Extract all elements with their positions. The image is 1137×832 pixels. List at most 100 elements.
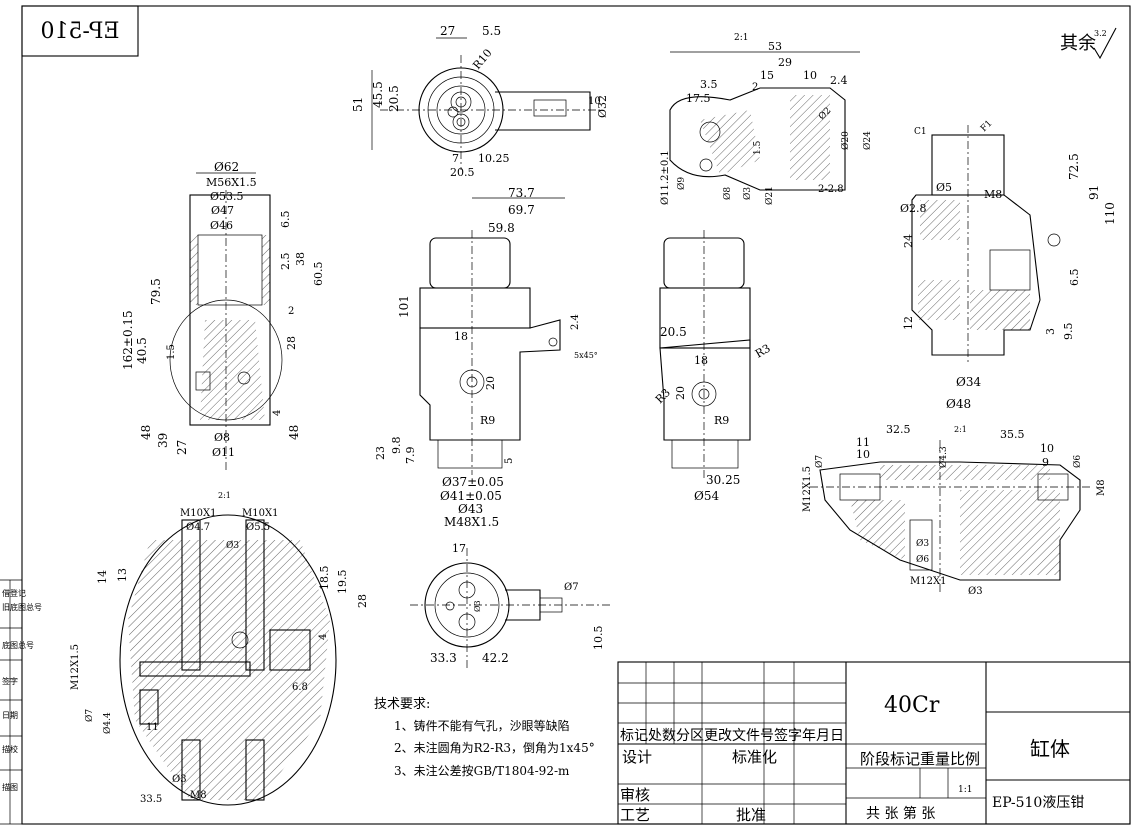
- dimension-label: 5: [504, 458, 515, 464]
- drawing-line: [189, 194, 271, 426]
- dimension-label: 10: [856, 448, 870, 461]
- dimension-label: 11: [856, 436, 870, 449]
- dimension-label: M10X1: [180, 508, 216, 519]
- dimension-label: 日期: [2, 711, 18, 720]
- drawing-line: [533, 99, 567, 117]
- dimension-label: 4: [318, 634, 329, 640]
- bottom-right-section-view: 2:1 32.5 35.5 11 10 10 9 Ø7 Ø4.3 Ø6 M12X…: [802, 423, 1107, 597]
- dimension-label: 2: [752, 82, 758, 93]
- dimension-label: 40.5: [135, 337, 149, 364]
- dimension-label: 72.5: [1067, 153, 1081, 180]
- dimension-label: 2-2.8: [818, 184, 844, 195]
- scale-value: 1:1: [958, 785, 972, 795]
- dimension-label: 48: [139, 425, 153, 440]
- dimension-label: M12X1.5: [802, 466, 813, 512]
- surface-finish-note: 其余 3.2: [1060, 27, 1117, 60]
- dimension-label: Ø3: [226, 540, 239, 551]
- dimension-label: Ø46: [210, 219, 233, 232]
- dimension-label: Ø9: [676, 177, 687, 190]
- dimension-label: 28: [285, 336, 298, 350]
- drawing-line: [911, 194, 1041, 356]
- dimension-label: 6.8: [292, 682, 308, 693]
- dimension-label: Ø4.3: [938, 446, 949, 468]
- dimension-label: Ø3: [968, 586, 983, 597]
- dimension-label: 14: [96, 570, 109, 584]
- dimension-label: 42.2: [482, 651, 509, 665]
- dimension-label: 59.8: [488, 221, 515, 235]
- dimension-label: Ø4.4: [102, 712, 113, 734]
- dimension-label: 2: [288, 306, 294, 317]
- dimension-label: Ø21: [764, 186, 775, 205]
- dimension-label: 20.5: [387, 85, 401, 112]
- dimension-label: 9.5: [1062, 323, 1075, 341]
- dimension-label: Ø41±0.05: [440, 489, 502, 503]
- drawing-line: [909, 519, 933, 571]
- dimension-label: Ø24: [862, 131, 873, 150]
- dimension-label: 45.5: [371, 81, 385, 108]
- drawing-line: [139, 661, 251, 677]
- dimension-label: M12X1: [910, 576, 946, 587]
- dimension-label: 29: [778, 56, 792, 69]
- dimension-label: 7.9: [404, 447, 417, 465]
- dimension-label: 6.5: [279, 211, 292, 229]
- dimension-label: 24: [902, 234, 915, 248]
- side-view: 20.5 18 R3 R3 20 R9 30.25 Ø54: [653, 230, 773, 503]
- dimension-label: 33.5: [140, 794, 162, 805]
- note-item: 3、未注公差按GB/T1804-92-m: [394, 763, 570, 778]
- drawing-circle: [699, 158, 713, 172]
- dimension-label: Ø47: [211, 204, 234, 217]
- dimension-label: M10X1: [242, 508, 278, 519]
- dimension-label: 9: [1042, 456, 1049, 469]
- dimension-label: 底图总号: [2, 640, 34, 650]
- dimension-label: 3: [1044, 328, 1057, 335]
- drawing-name-text: EP-510液压钳: [992, 795, 1084, 811]
- sheet-border: [21, 5, 1131, 825]
- front-view: 73.7 69.7 59.8 101 18 20 R9 2.4 5x45° 23…: [374, 186, 598, 529]
- dimension-label: 4: [272, 410, 283, 416]
- drawing-line: [139, 689, 159, 725]
- dimension-label: Ø2.8: [900, 202, 927, 215]
- drawing-line: [659, 287, 751, 349]
- dimension-label: 69.7: [508, 203, 535, 217]
- dimension-label: 28: [356, 594, 369, 608]
- dimension-label: Ø3: [473, 600, 482, 612]
- dimension-label: 17: [452, 542, 466, 555]
- drawing-line: [200, 320, 265, 420]
- dimension-label: 18.5: [318, 566, 331, 591]
- dimension-label: C1: [914, 127, 927, 137]
- dimension-label: 110: [1103, 202, 1117, 225]
- dimension-label: 27: [440, 24, 455, 38]
- dimension-label: 101: [397, 295, 411, 318]
- revision-row-text: 标记处数分区更改文件号签字年月日: [620, 727, 844, 744]
- dimension-label: 10: [803, 69, 817, 82]
- dimension-label: 79.5: [149, 278, 163, 305]
- approve-label: 批准: [736, 806, 766, 824]
- drawing-number-mirrored: EP-510: [40, 19, 119, 44]
- note-item: 2、未注圆角为R2-R3，倒角为1x45°: [394, 740, 595, 755]
- dimension-label: 6.5: [1068, 269, 1081, 287]
- notes-heading: 技术要求:: [374, 697, 430, 712]
- drawing-line: [181, 519, 201, 671]
- drawing-line: [850, 500, 905, 560]
- dimension-label: Ø11: [212, 446, 235, 459]
- dimension-label: 3.5: [700, 78, 718, 91]
- drawing-line: [960, 490, 1060, 575]
- drawing-line: [181, 739, 201, 801]
- dimension-label: 60.5: [312, 262, 325, 287]
- dimension-label: 53: [768, 40, 782, 53]
- left-section-view: Ø62 M56X1.5 Ø53.5 Ø47 Ø46 6.5 2.5 38 60.…: [121, 160, 325, 470]
- dimension-label: 20.5: [450, 166, 475, 179]
- dimension-label: 32.5: [886, 423, 911, 436]
- dimension-label: 20: [484, 376, 497, 390]
- dimension-label: 162±0.15: [121, 310, 135, 370]
- sheets-text: 共 张 第 张: [866, 805, 935, 822]
- drawing-line: [245, 739, 265, 801]
- dimension-label: 1.5: [753, 140, 763, 155]
- stage-header: 阶段标记重量比例: [860, 750, 980, 768]
- part-name-text: 缸体: [1030, 737, 1070, 761]
- dimension-label: Ø8: [214, 431, 230, 444]
- left-margin-strip: [0, 579, 22, 824]
- dimension-label: 27: [175, 440, 189, 455]
- bottom-left-section-view: 2:1 M10X1 M10X1 Ø4.7 Ø5.5 Ø3 14 13 18.5 …: [70, 491, 369, 806]
